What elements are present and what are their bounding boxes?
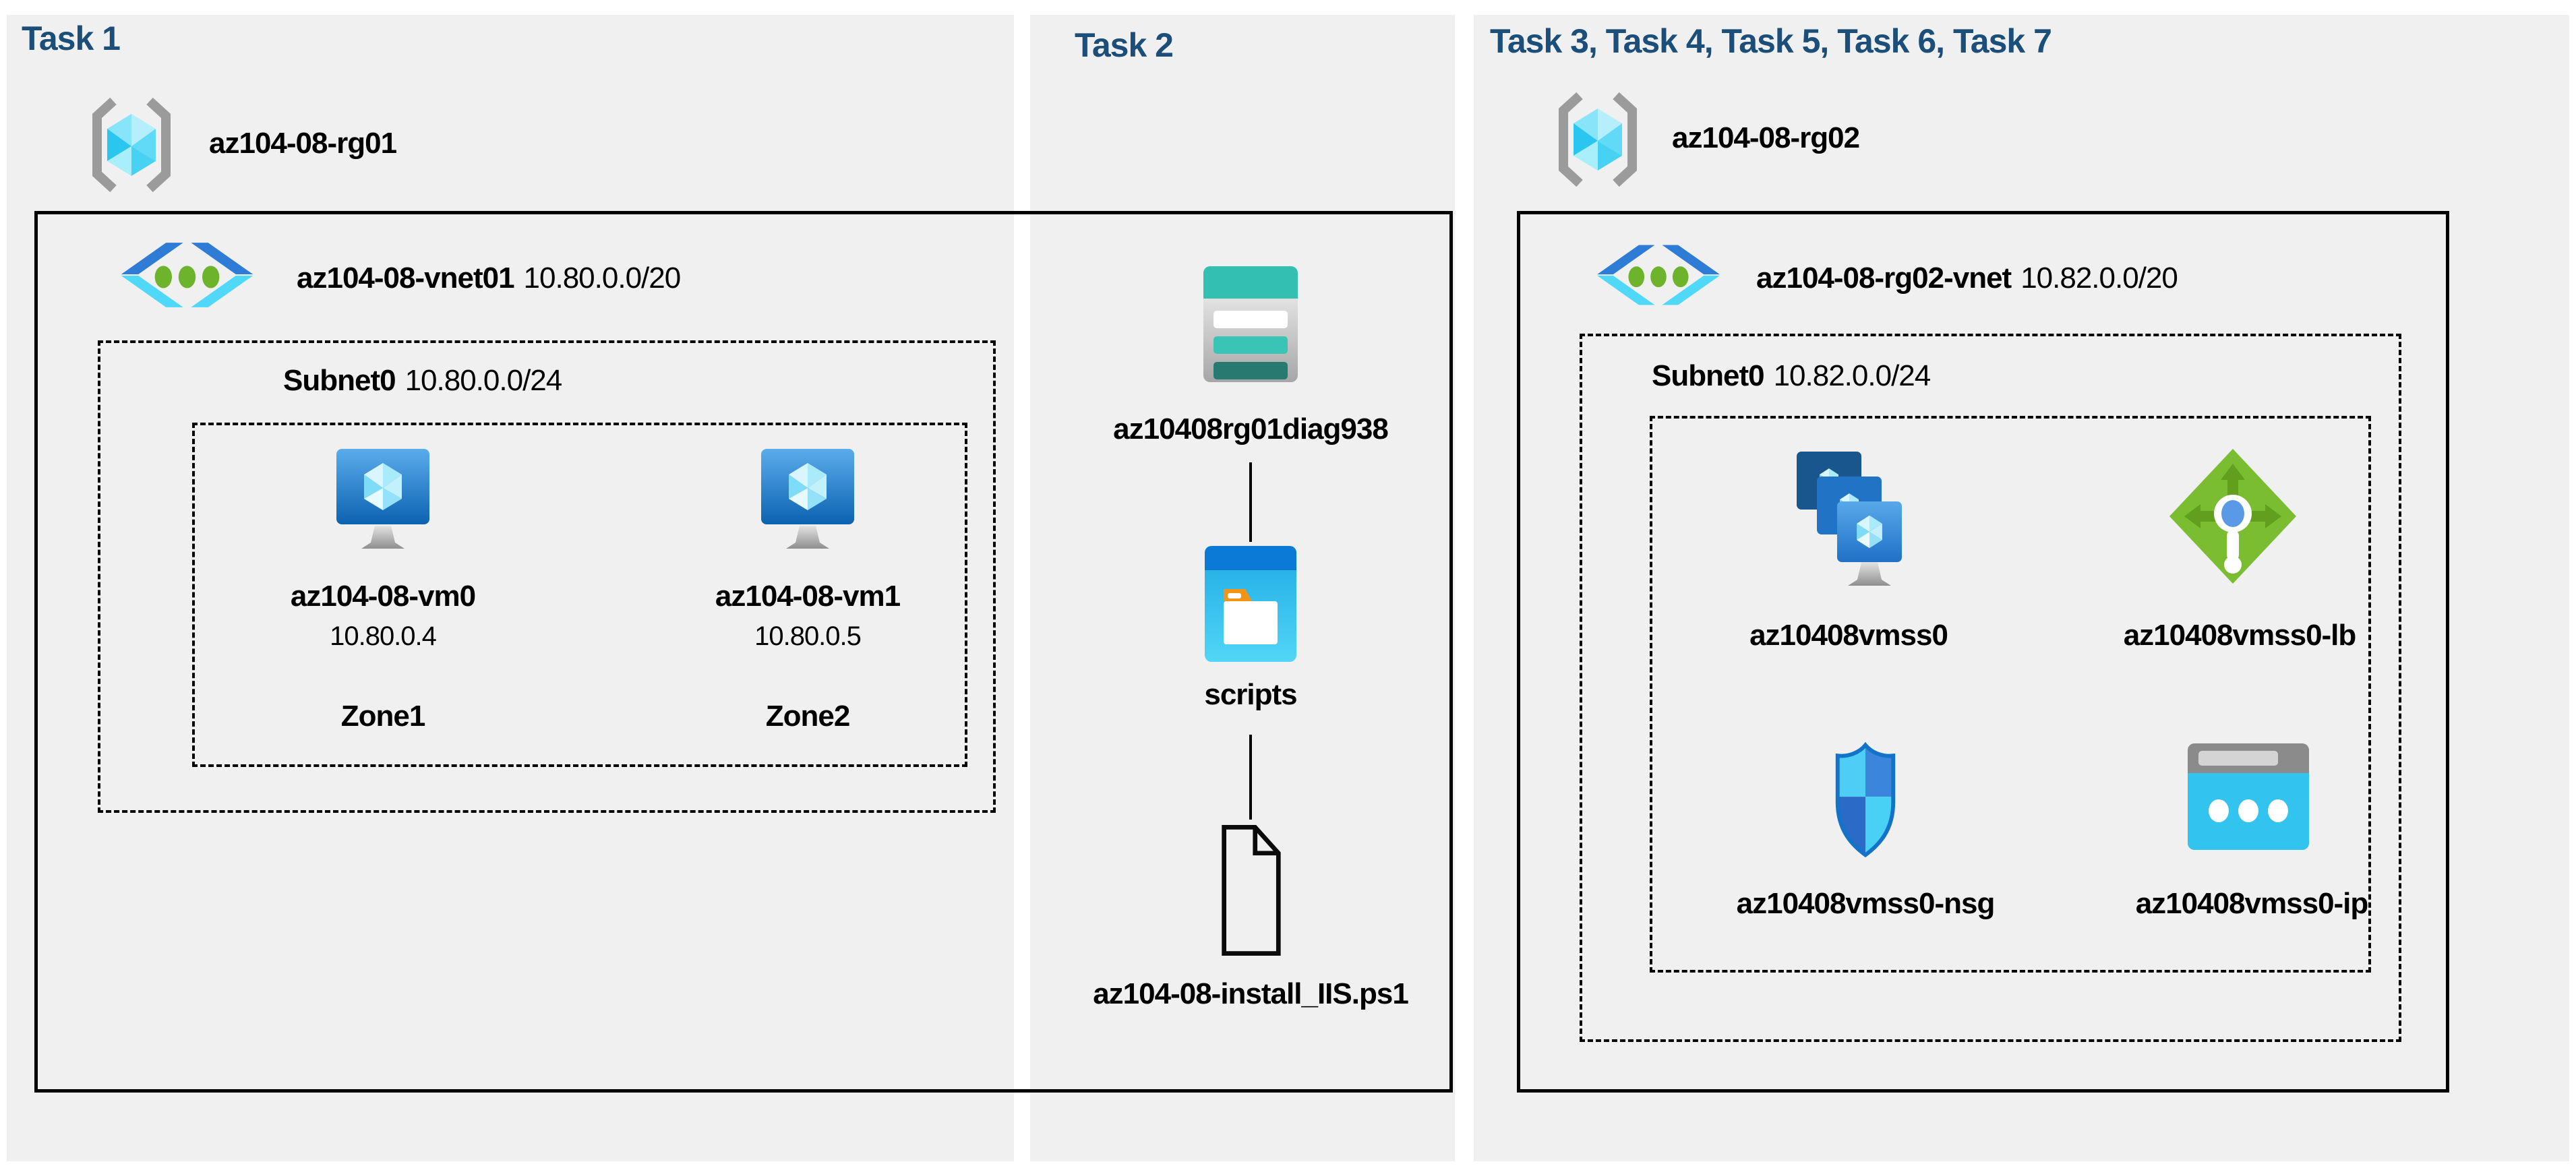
vmss-resources-box [1650,416,2371,973]
load-balancer-icon [2165,445,2300,588]
resource-group-icon [1547,89,1648,190]
vm-zone-label: Zone1 [340,700,426,733]
connector-line [1249,462,1252,542]
vm-name-label: az104-08-vm1 [715,580,901,613]
vm-name-label: az104-08-vm0 [290,580,476,613]
container-label: scripts [1204,678,1297,711]
task2-title: Task 2 [1075,26,1174,64]
resource-group-label: az104-08-rg02 [1672,121,1860,154]
panel-task1 [7,15,1014,1161]
virtual-machine-icon [757,446,858,557]
virtual-machine-icon [332,446,433,557]
vm-scale-set-label: az10408vmss0 [1749,619,1948,652]
network-security-group-label: az10408vmss0-nsg [1736,887,1996,920]
virtual-network-icon [115,237,260,313]
task3-title: Task 3, Task 4, Task 5, Task 6, Task 7 [1490,22,2052,60]
rg02-vnet-boundary-box [1517,211,2449,1093]
resource-group-label: az104-08-rg01 [209,127,397,160]
script-file-label: az104-08-install_IIS.ps1 [1093,977,1409,1010]
storage-account-icon [1203,266,1298,382]
virtual-network-icon [1591,237,1726,313]
resource-group-icon [81,94,182,195]
blob-container-icon [1205,546,1296,662]
network-security-group-icon [1829,740,1902,861]
vm-ip-label: 10.80.0.5 [754,621,862,651]
vm-scale-set-icon [1790,445,1908,607]
vm-ip-label: 10.80.0.4 [330,621,437,651]
subnet0-box [1580,334,2401,1042]
availability-zones-box [192,423,967,767]
script-file-icon [1218,824,1283,957]
storage-account-label: az10408rg01diag938 [1113,412,1389,446]
task1-title: Task 1 [22,20,121,57]
vm-zone-label: Zone2 [765,700,851,733]
load-balancer-label: az10408vmss0-lb [2123,619,2357,652]
rg01-vnet-boundary-box [34,211,1453,1093]
public-ip-icon [2188,743,2309,850]
public-ip-label: az10408vmss0-ip [2135,887,2369,920]
connector-line [1249,735,1252,820]
subnet0-box [98,340,996,813]
